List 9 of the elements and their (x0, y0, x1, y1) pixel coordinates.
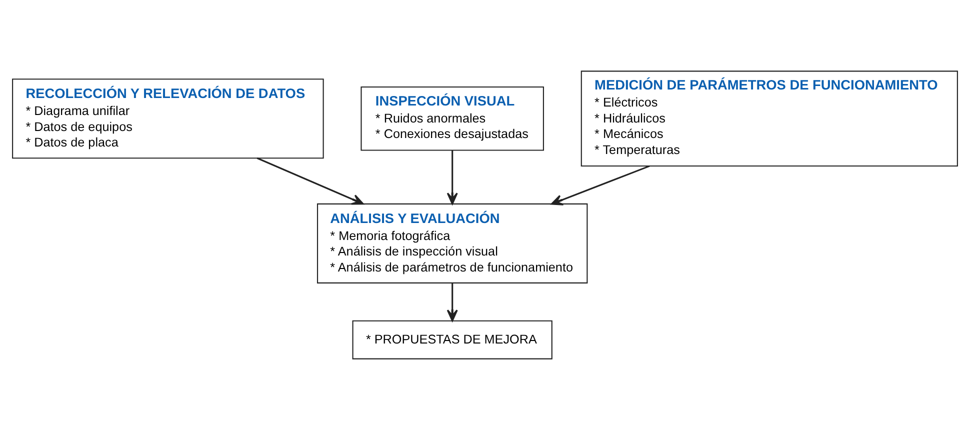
node-box: RECOLECCIÓN Y RELEVACIÓN DE DATOS * Diagrama unifilar * Datos de equipos * Datos de placa (12, 78, 324, 159)
arrow (550, 165, 650, 206)
arrow (446, 150, 458, 205)
arrow (446, 283, 458, 322)
node-box: INSPECCIÓN VISUAL * Ruidos anormales * Conexiones desajustadas (360, 86, 544, 151)
arrow (256, 157, 364, 205)
node-box: MEDICIÓN DE PARÁMETROS DE FUNCIONAMIENTO * Eléctricos * Hidráulicos * Mecánicos * Temperaturas (580, 70, 958, 167)
node-box: * PROPUESTAS DE MEJORA (352, 320, 552, 360)
node-box: ANÁLISIS Y EVALUACIÓN * Memoria fotográfica * Análisis de inspección visual * Análisis de parámetros de funcionamiento (316, 203, 588, 284)
